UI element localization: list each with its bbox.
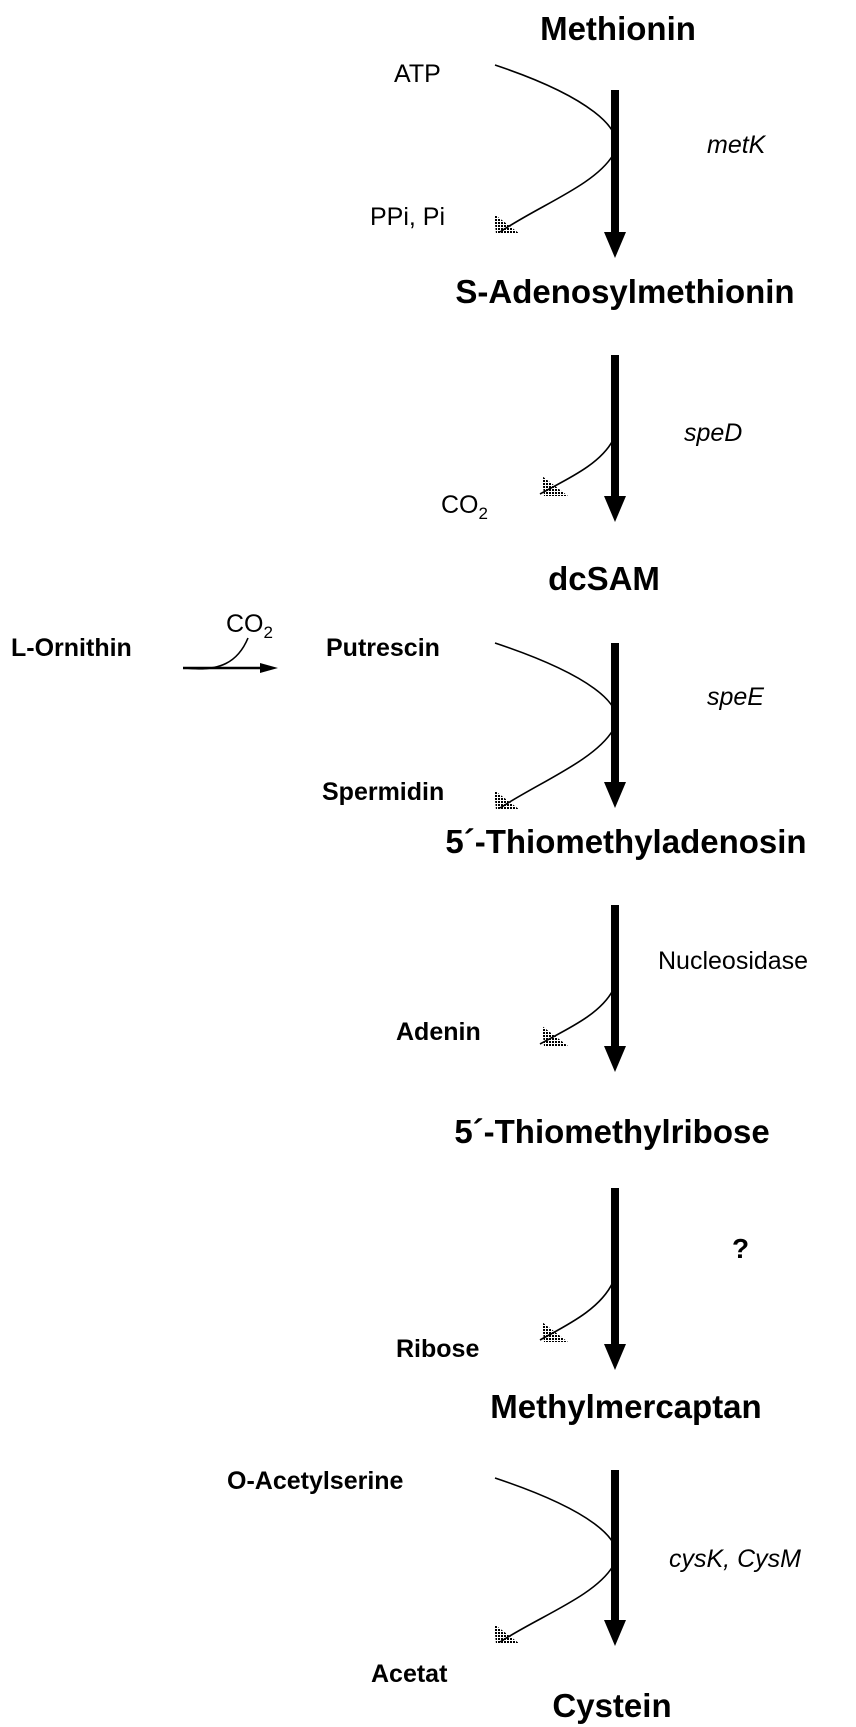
enzyme-sped: speD: [684, 419, 742, 447]
cosubstrate-atp: ATP: [394, 60, 441, 88]
enzyme-unknown: ?: [732, 1233, 749, 1264]
metabolite-dcsam: dcSAM: [548, 560, 660, 597]
stippled-arrowhead: [494, 790, 520, 810]
reaction-step-sped: CO2 speD: [441, 355, 742, 523]
enzyme-nucleosidase: Nucleosidase: [658, 947, 808, 975]
metabolite-s-adenosylmethionin: S-Adenosylmethionin: [455, 273, 794, 310]
reaction-step-metk: ATP PPi, Pi metK: [370, 60, 767, 258]
stippled-arrowhead: [542, 1322, 568, 1342]
stippled-arrowhead: [494, 1624, 520, 1644]
reaction-step-unknown: Ribose ?: [396, 1188, 749, 1370]
stippled-arrowhead: [542, 1026, 568, 1046]
reaction-step-nucleosidase: Adenin Nucleosidase: [396, 905, 808, 1072]
cosubstrate-ppi-pi: PPi, Pi: [370, 203, 445, 231]
cosubstrate-co2-side: CO2: [226, 610, 273, 642]
co2-subscript: 2: [479, 504, 488, 523]
co2-base: CO: [226, 610, 264, 638]
cosubstrate-acetat: Acetat: [371, 1660, 448, 1688]
side-curve: [184, 637, 249, 670]
cosubstrate-putrescin: Putrescin: [326, 634, 440, 662]
stippled-arrowhead: [542, 476, 568, 496]
cosubstrate-curve: [494, 64, 618, 233]
pathway-arrowhead: [604, 1344, 626, 1370]
reaction-step-cys: O-Acetylserine Acetat cysK, CysM: [227, 1467, 801, 1688]
cosubstrate-o-acetylserine: O-Acetylserine: [227, 1467, 404, 1495]
metabolite-thiomethylribose: 5´-Thiomethylribose: [454, 1113, 769, 1150]
stippled-arrowhead: [494, 214, 520, 234]
co2-base: CO: [441, 491, 479, 519]
cosubstrate-spermidin: Spermidin: [322, 778, 444, 806]
metabolite-thiomethyladenosin: 5´-Thiomethyladenosin: [445, 823, 806, 860]
metabolite-cystein: Cystein: [552, 1687, 671, 1724]
side-reaction-ornithin: L-Ornithin CO2: [11, 610, 278, 673]
metabolite-methionin: Methionin: [540, 10, 696, 47]
cosubstrate-ribose: Ribose: [396, 1335, 479, 1363]
cosubstrate-curve: [494, 1477, 618, 1643]
pathway-arrowhead: [604, 1046, 626, 1072]
cosubstrate-co2: CO2: [441, 491, 488, 523]
pathway-arrowhead: [604, 232, 626, 258]
side-arrowhead: [260, 663, 278, 673]
cosubstrate-curve: [494, 642, 618, 809]
enzyme-metk: metK: [707, 131, 767, 159]
cosubstrate-adenin: Adenin: [396, 1018, 481, 1046]
pathway-arrowhead: [604, 496, 626, 522]
pathway-arrowhead: [604, 782, 626, 808]
enzyme-cysk-cysm: cysK, CysM: [669, 1545, 801, 1573]
enzyme-spee: speE: [707, 683, 764, 711]
pathway-arrowhead: [604, 1620, 626, 1646]
metabolite-methylmercaptan: Methylmercaptan: [490, 1388, 761, 1425]
reaction-step-spee: Putrescin Spermidin speE: [322, 634, 764, 810]
co2-subscript: 2: [264, 623, 273, 642]
cosubstrate-l-ornithin: L-Ornithin: [11, 634, 132, 662]
